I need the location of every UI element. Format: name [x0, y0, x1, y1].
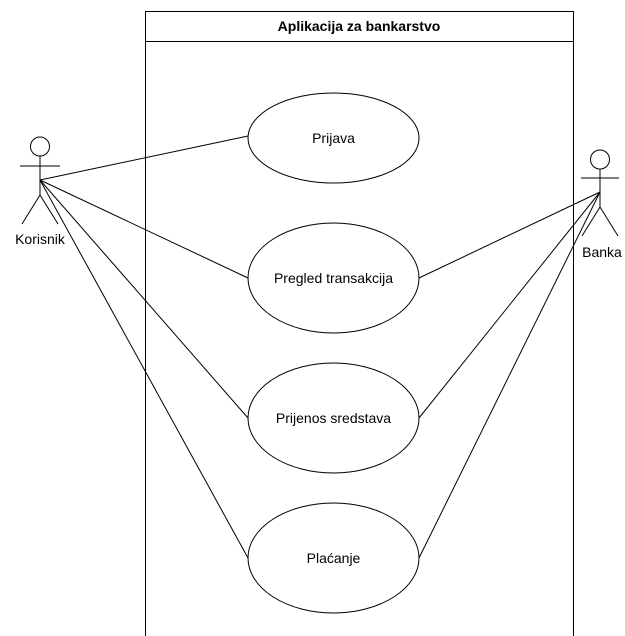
korisnik-associations	[39, 135, 249, 559]
actor-korisnik-label: Korisnik	[15, 231, 66, 247]
use-case-placanje[interactable]: Plaćanje	[247, 502, 420, 614]
assoc-banka-pregled	[418, 191, 601, 279]
use-case-pregled-label: Pregled transakcija	[274, 270, 393, 286]
use-case-prijenos-label: Prijenos sredstava	[276, 410, 391, 426]
actor-banka-label: Banka	[582, 244, 622, 260]
assoc-korisnik-placanje	[39, 179, 249, 559]
actor-korisnik[interactable]: Korisnik	[15, 136, 66, 247]
assoc-korisnik-prijava	[39, 135, 249, 181]
stick-figure-icon	[20, 136, 60, 225]
assoc-korisnik-pregled	[39, 179, 249, 279]
use-case-prijenos-sredstava[interactable]: Prijenos sredstava	[247, 362, 420, 474]
banka-associations	[418, 191, 601, 559]
use-case-prijava-label: Prijava	[312, 130, 355, 146]
stick-figure-icon	[581, 149, 619, 237]
actor-banka[interactable]: Banka	[581, 149, 622, 260]
assoc-banka-placanje	[418, 191, 601, 559]
use-case-placanje-label: Plaćanje	[307, 550, 361, 566]
use-case-pregled-transakcija[interactable]: Pregled transakcija	[247, 222, 420, 334]
assoc-korisnik-prijenos	[39, 179, 249, 419]
assoc-banka-prijenos	[418, 191, 601, 419]
system-title: Aplikacija za bankarstvo	[278, 18, 441, 34]
use-case-prijava[interactable]: Prijava	[247, 92, 420, 184]
